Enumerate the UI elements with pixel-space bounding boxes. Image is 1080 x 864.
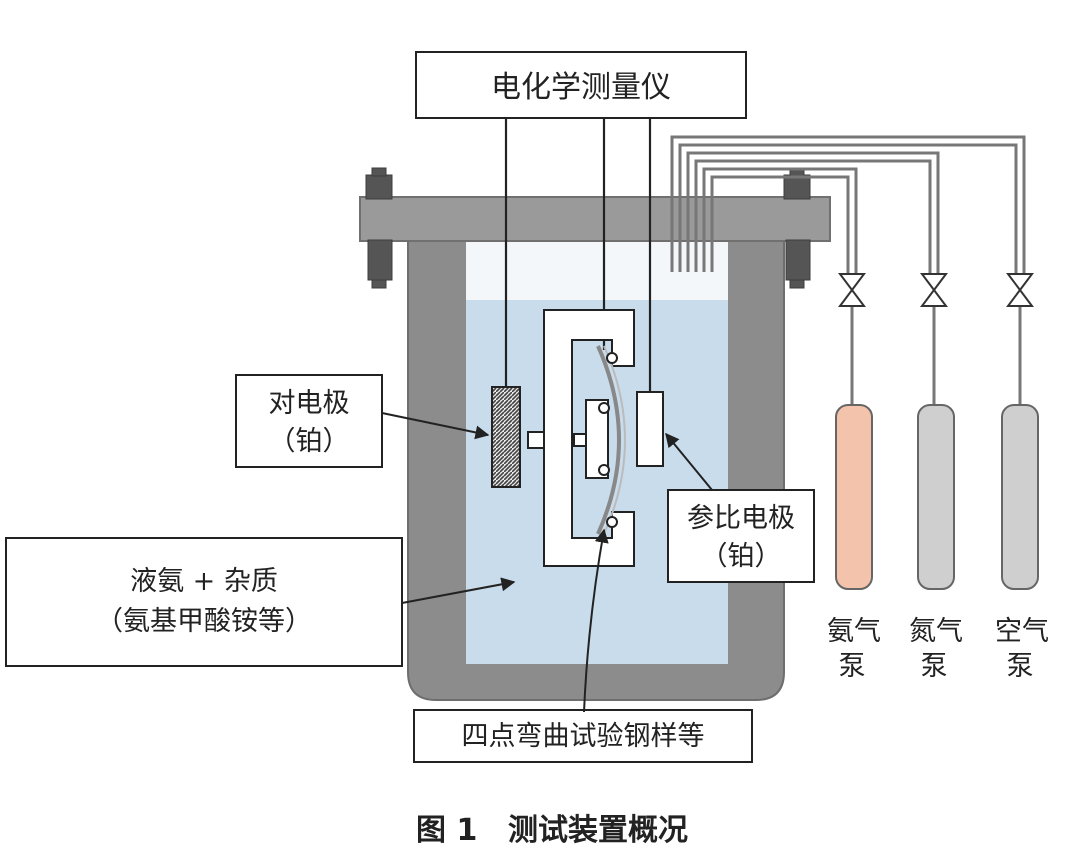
pump-nitrogen-label-2: 泵 — [921, 651, 948, 682]
gas-cylinders — [835, 404, 1039, 590]
pump-air-label-1: 空气 — [995, 616, 1049, 647]
ammonia-cylinder — [835, 404, 873, 590]
svg-text:对电极: 对电极 — [269, 388, 350, 419]
counter-electrode-arrow — [381, 412, 490, 440]
vessel-flange — [359, 196, 831, 242]
reference-electrode-label: 参比电极 （铂） — [667, 489, 815, 583]
specimen-label: 四点弯曲试验钢样等 — [413, 709, 753, 763]
liquid-label: 液氨 + 杂质 （氨基甲酸铵等） — [5, 537, 403, 667]
figure-number: 图 1 — [416, 813, 477, 848]
electrochemical-instrument: 电化学测量仪 — [415, 51, 747, 119]
liquid-arrow — [401, 577, 516, 604]
gas-pipes — [670, 135, 1026, 406]
four-point-bending-fixture — [527, 309, 635, 567]
svg-text:液氨 + 杂质: 液氨 + 杂质 — [130, 566, 278, 597]
counter-electrode — [491, 386, 521, 488]
svg-text:（氨基甲酸铵等）: （氨基甲酸铵等） — [96, 606, 312, 637]
flange-bolts — [365, 167, 811, 289]
instrument-label: 电化学测量仪 — [491, 70, 671, 105]
gas-valves — [838, 273, 1034, 307]
nitrogen-cylinder — [917, 404, 955, 590]
figure-caption: 图 1 测试装置概况 — [416, 813, 688, 848]
pump-nitrogen-label-1: 氮气 — [909, 616, 963, 647]
figure-title: 测试装置概况 — [508, 813, 688, 848]
specimen-arrow — [583, 528, 609, 713]
pump-air-label-2: 泵 — [1007, 651, 1034, 682]
air-cylinder — [1001, 404, 1039, 590]
pump-labels: 氨气 泵 氮气 泵 空气 泵 — [827, 616, 1049, 682]
reference-electrode — [636, 391, 664, 467]
svg-text:（铂）: （铂） — [269, 426, 350, 457]
pump-ammonia-label-1: 氨气 — [827, 616, 881, 647]
pump-ammonia-label-2: 泵 — [839, 651, 866, 682]
counter-electrode-label: 对电极 （铂） — [235, 374, 383, 468]
svg-text:四点弯曲试验钢样等: 四点弯曲试验钢样等 — [462, 721, 705, 752]
reference-electrode-arrow — [665, 432, 713, 491]
svg-text:（铂）: （铂） — [701, 541, 782, 572]
svg-text:参比电极: 参比电极 — [687, 503, 795, 534]
